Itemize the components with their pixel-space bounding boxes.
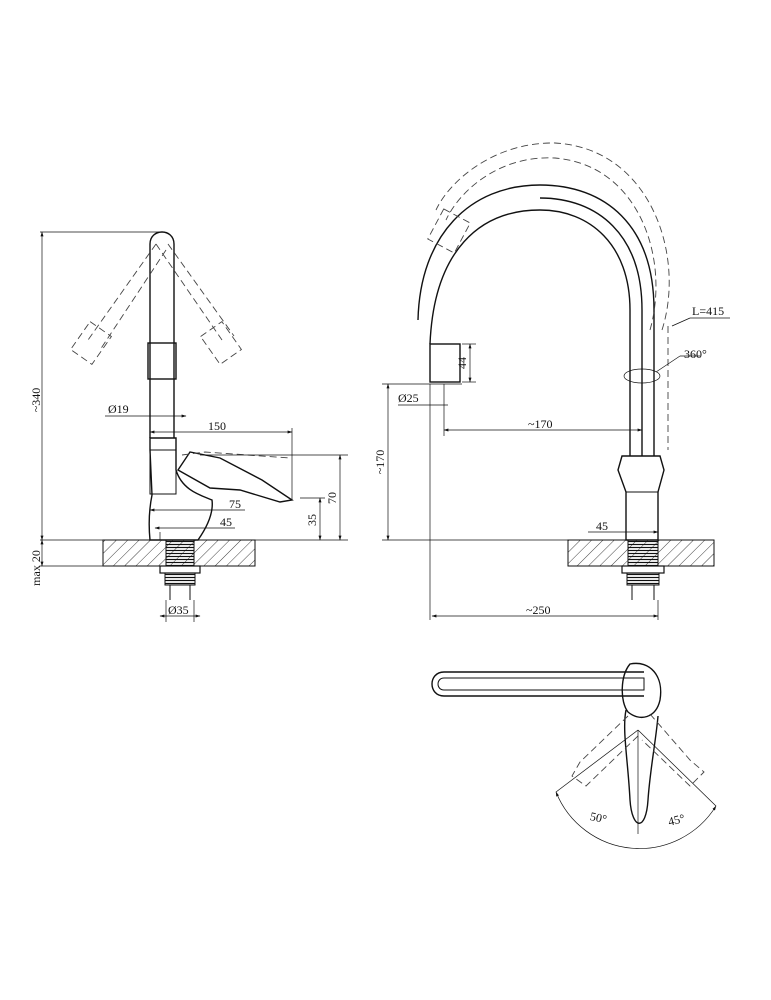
top-view: 50° 45° <box>431 662 717 849</box>
dim-body-height: 35 <box>305 514 319 526</box>
lever-side <box>176 451 294 503</box>
dim-spout-end-length: 44 <box>455 357 469 369</box>
spout-front <box>429 209 631 456</box>
dim-spout-reach: ~170 <box>528 417 553 431</box>
angle-right: 45° <box>667 811 687 829</box>
mount-thread-left <box>165 539 195 567</box>
dim-side-height: ~340 <box>29 388 43 413</box>
body-top <box>621 662 662 719</box>
dim-spout-height: ~170 <box>373 450 387 475</box>
angle-left: 50° <box>589 809 609 826</box>
lever-top <box>623 709 659 824</box>
dim-outlet-diameter: Ø25 <box>398 391 419 405</box>
spout-top <box>431 671 644 697</box>
front-view: 44 Ø25 ~170 ~170 45 ~250 L=415 360° <box>373 142 730 620</box>
side-view: ~340 max 20 Ø19 150 75 45 35 70 Ø35 <box>29 231 348 622</box>
dim-overall-reach: ~250 <box>526 603 551 617</box>
spout-side <box>149 231 175 438</box>
dim-base-width-right: 45 <box>596 519 608 533</box>
dim-lever-height: 70 <box>325 492 339 504</box>
dim-max-thickness: max 20 <box>29 550 43 586</box>
dim-base-width-left: 45 <box>220 515 232 529</box>
dim-lever-reach: 75 <box>229 497 241 511</box>
dim-spout-length: L=415 <box>692 304 724 318</box>
mount-thread-right <box>627 539 659 567</box>
angle-arc <box>555 791 717 849</box>
dim-rotation: 360° <box>684 347 707 361</box>
spout-swing-dashed <box>69 243 243 366</box>
spout-rotated-dashed <box>445 157 657 331</box>
faucet-body-front <box>617 455 665 541</box>
dim-spout-diameter: Ø19 <box>108 402 129 416</box>
dim-mount-diameter: Ø35 <box>168 603 189 617</box>
rotation-arrow <box>623 368 661 384</box>
dim-lever-length: 150 <box>208 419 226 433</box>
spout-outlet <box>429 343 461 383</box>
faucet-body-side <box>148 437 213 541</box>
